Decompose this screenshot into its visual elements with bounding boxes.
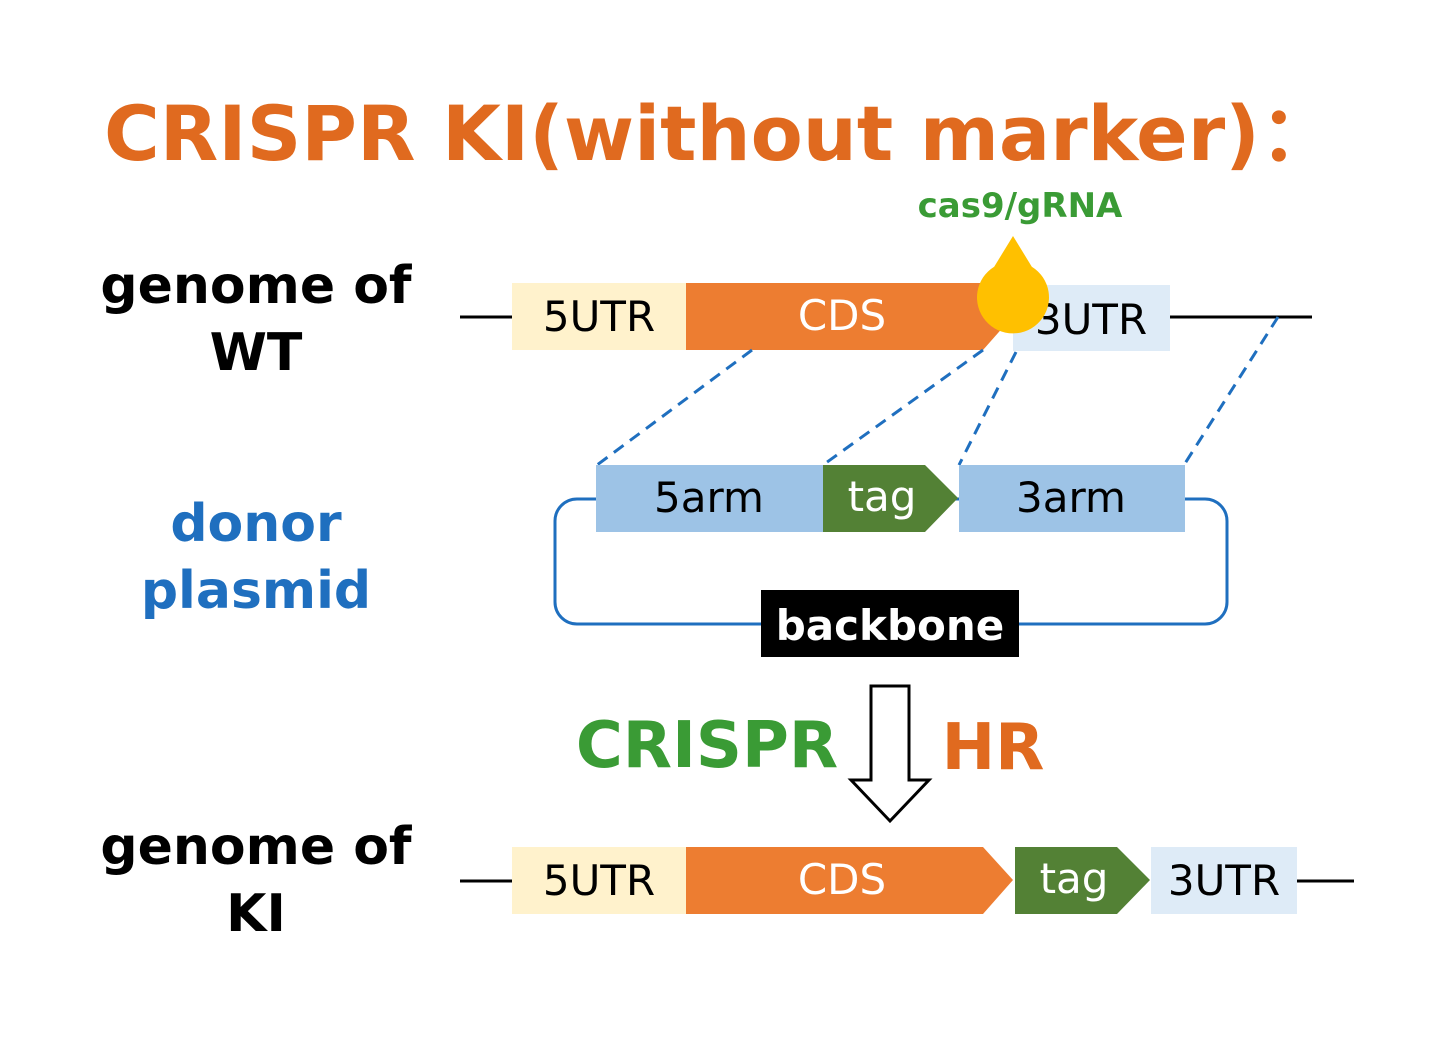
donor-3arm-block [959,465,1185,532]
donor-5arm-block [596,465,824,532]
ki-3utr-block [1151,847,1297,914]
wt-label-line2: WT [210,323,303,383]
dash-5arm-left [596,348,753,467]
wt-label-line1: genome of [100,256,413,316]
ki-5utr-label: 5UTR [543,856,655,905]
donor-3arm-label: 3arm [1016,473,1126,522]
wt-cds-arrow [686,283,1013,350]
crispr-label: CRISPR [576,709,838,783]
ki-label-line2: KI [226,884,286,944]
pacman-icon [977,236,1049,334]
ki-tag-label: tag [1040,854,1109,903]
ki-label-line1: genome of [100,817,413,877]
homology-dashed-lines [596,316,1280,467]
donor-label-line2: plasmid [141,561,371,621]
dash-3arm-right [1182,316,1280,466]
backbone-label: backbone [776,601,1005,650]
hr-label: HR [942,711,1045,785]
dash-5arm-right [822,348,984,467]
cas9-label: cas9/gRNA [918,186,1123,226]
donor-label-line1: donor [170,494,342,554]
donor-5arm-label: 5arm [654,473,764,522]
donor-tag-label: tag [848,472,917,521]
donor-tag-arrow [823,465,958,532]
ki-3utr-label: 3UTR [1168,856,1280,905]
ki-5utr-block [512,847,686,914]
down-arrow-icon [847,684,933,824]
ki-tag-arrow [1015,847,1150,914]
ki-cds-arrow [686,847,1013,914]
wt-3utr-label: 3UTR [1035,295,1147,344]
wt-5utr-label: 5UTR [543,292,655,341]
wt-cds-label: CDS [798,291,886,340]
wt-5utr-block [512,283,686,350]
page-title: CRISPR KI(without marker)： [104,89,1336,178]
ki-cds-label: CDS [798,855,886,904]
dash-3arm-left [957,351,1018,466]
backbone-block [761,590,1019,657]
